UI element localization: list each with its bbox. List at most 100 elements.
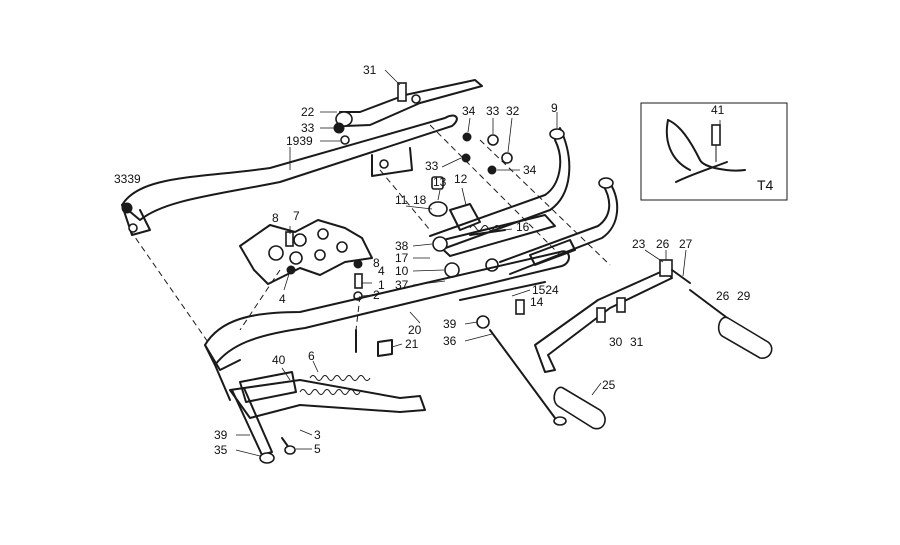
- callout-8: 8: [272, 211, 279, 225]
- callout-3: 3: [314, 428, 321, 442]
- dash-5: [239, 269, 281, 331]
- frame-bracket: [371, 147, 413, 177]
- footpegs: [476, 259, 773, 430]
- leader-12: [461, 187, 467, 206]
- frame-bar-hole: [128, 223, 138, 233]
- footrest-arm-23: [534, 269, 673, 373]
- dash-2: [379, 169, 431, 231]
- leader-lines: [235, 69, 687, 457]
- rod-36-end: [553, 416, 567, 426]
- nut-4: [286, 265, 296, 275]
- callout-39: 39: [214, 428, 228, 442]
- stand-bracket-40: [239, 371, 297, 403]
- inset-t4: [640, 102, 788, 201]
- callout-41: 41: [711, 103, 725, 117]
- dash-4: [479, 139, 611, 266]
- leader-21: [391, 343, 403, 348]
- cap-13: [431, 176, 444, 190]
- handle-tubes: [429, 127, 619, 275]
- callout-10: 10: [395, 264, 409, 278]
- callout-20: 20: [408, 323, 422, 337]
- callout-6: 6: [308, 349, 315, 363]
- leader-6: [312, 360, 319, 373]
- leader-33c: [441, 157, 462, 168]
- washer-32: [501, 152, 513, 164]
- callout-37: 37: [395, 278, 409, 292]
- plate-7: [239, 219, 373, 285]
- plate-hole-6: [336, 241, 348, 253]
- clamp-24: [529, 239, 576, 266]
- callout-2: 2: [373, 288, 380, 302]
- upper-fasteners: [121, 122, 513, 214]
- washer-38: [432, 236, 448, 252]
- clip-21: [377, 339, 393, 357]
- frame-bar-20-end: [204, 344, 241, 371]
- peg-stem-26: [689, 289, 731, 321]
- leader-2: [361, 294, 373, 297]
- callout-31: 31: [630, 335, 644, 349]
- washer-39: [476, 315, 490, 329]
- callout-1: 1: [378, 278, 385, 292]
- link-bar: [434, 214, 556, 257]
- dash-3: [429, 124, 561, 256]
- rod-36: [489, 329, 556, 419]
- top-bolt-31: [397, 82, 407, 102]
- callout-33: 33: [486, 104, 500, 118]
- callout-16: 16: [516, 220, 530, 234]
- leader-31a: [384, 69, 401, 86]
- nut-8b: [353, 259, 363, 269]
- footpeg-rubber-29: [717, 316, 773, 359]
- frame-bar-20-rib: [459, 281, 546, 301]
- callout-18: 18: [413, 193, 427, 207]
- callout-25: 25: [602, 378, 616, 392]
- handle-tube-upper: [429, 127, 571, 251]
- inset-bracket-edge: [665, 119, 691, 171]
- plate-hole-3: [317, 228, 329, 240]
- leader-36: [464, 333, 493, 342]
- callout-35: 35: [214, 443, 228, 457]
- callout-34: 34: [462, 104, 476, 118]
- leader-20: [409, 311, 421, 324]
- callout-27: 27: [679, 237, 693, 251]
- leader-4b: [283, 273, 290, 291]
- side-stand: [214, 364, 426, 464]
- callout-21: 21: [405, 337, 419, 351]
- callout-3339: 3339: [114, 172, 141, 186]
- leader-16: [496, 228, 513, 232]
- leader-39a: [464, 321, 478, 325]
- footrest-pivot-26: [659, 259, 673, 277]
- callout-17: 17: [395, 251, 409, 265]
- frame-bar-19: [121, 114, 458, 221]
- leader-23: [644, 249, 664, 263]
- spring-16: [469, 225, 501, 231]
- nut-34a: [462, 132, 472, 142]
- bolt-head-35: [259, 452, 275, 464]
- callout-33: 33: [301, 121, 315, 135]
- inset-tube: [675, 161, 728, 183]
- callout-11: 11: [395, 193, 408, 207]
- handle-cap-upper: [549, 128, 565, 140]
- leader-13: [437, 189, 441, 201]
- callout-1524: 1524: [532, 283, 559, 297]
- frame-bar-end: [121, 204, 151, 236]
- leader-15: [511, 289, 531, 297]
- leader-11: [405, 205, 433, 210]
- callout-29: 29: [737, 289, 751, 303]
- inset-bracket: [667, 119, 746, 172]
- leader-40: [281, 367, 291, 381]
- stand-leg-3: [229, 379, 426, 419]
- callout-39: 39: [443, 317, 457, 331]
- callout-22: 22: [301, 105, 315, 119]
- leader-37: [412, 280, 446, 286]
- plate-hole-4: [289, 251, 303, 265]
- nut-33b: [487, 134, 499, 146]
- frame-bracket-hole: [379, 159, 389, 169]
- plate-hole-5: [314, 249, 326, 261]
- callout-7: 7: [293, 209, 300, 223]
- callout-labels: 31 22 33 1939 3339 34 33 32 9 33 34 13 1…: [114, 63, 774, 457]
- leader-10: [412, 269, 445, 272]
- plate-hole-1: [268, 245, 284, 261]
- callout-30: 30: [609, 335, 623, 349]
- assembly-lines: [129, 124, 611, 346]
- top-plate-22: [339, 79, 483, 127]
